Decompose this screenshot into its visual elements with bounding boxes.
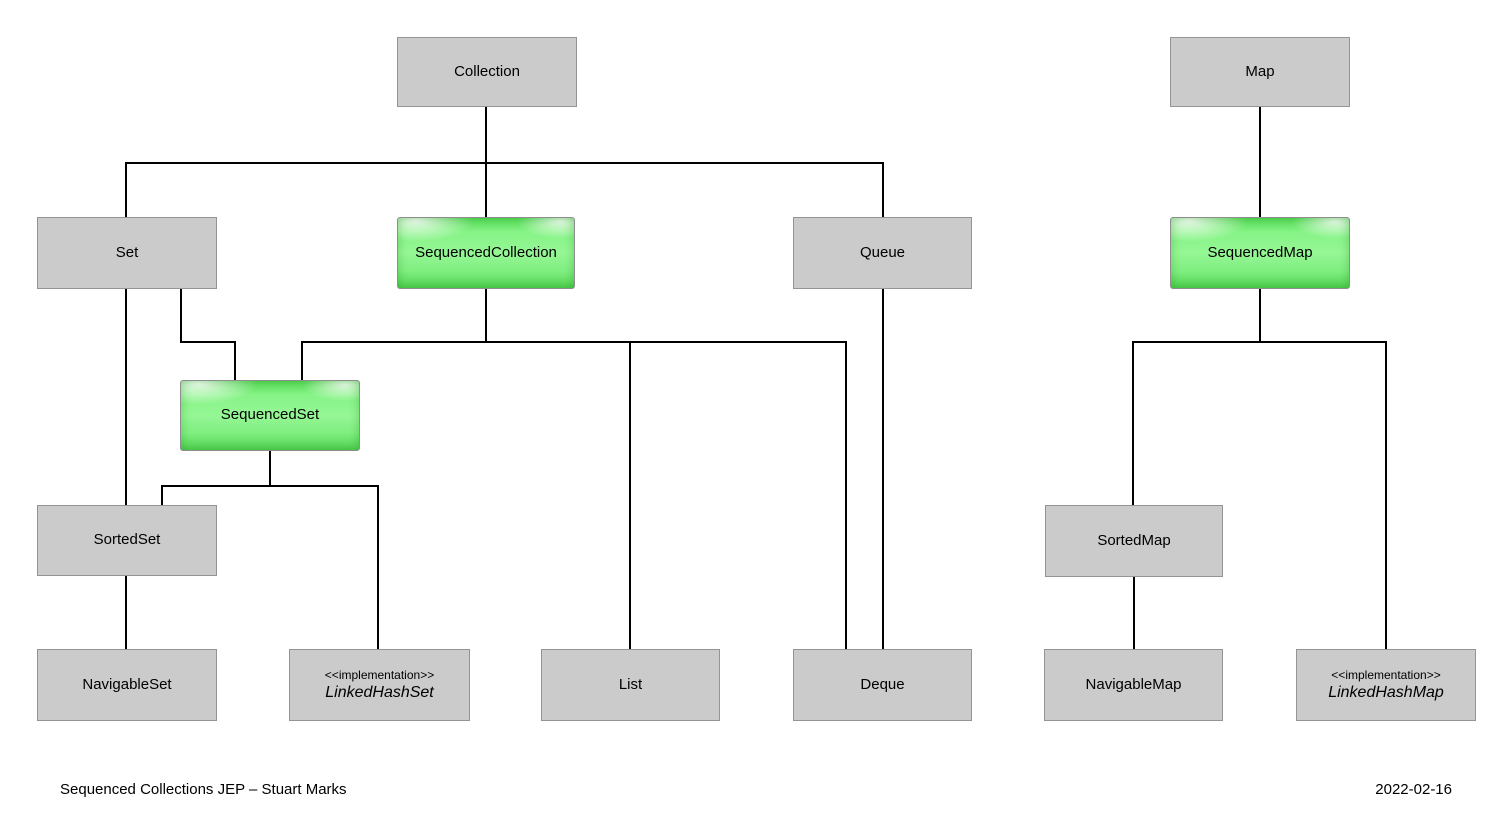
connector-sequencedcollection-stem [485,289,487,343]
node-label: LinkedHashSet [325,683,434,701]
node-linkedhashmap: <<implementation>> LinkedHashMap [1296,649,1476,721]
connector-sequencedcollection-children-bus [301,341,847,343]
node-label: Map [1245,62,1275,80]
node-deque: Deque [793,649,972,721]
node-navigableset: NavigableSet [37,649,217,721]
node-label: Set [115,243,139,261]
connector-sequencedset-stem [269,451,271,487]
node-queue: Queue [793,217,972,289]
connector-bus-to-sequencedset [301,341,303,380]
node-label: LinkedHashMap [1328,683,1444,701]
connector-sortedmap-to-navigablemap [1133,577,1135,649]
connector-bus-to-queue [882,162,884,217]
connector-bus-to-list [629,341,631,649]
connector-bus-to-linkedhashmap [1385,341,1387,649]
node-label: SortedMap [1097,531,1171,549]
node-label: List [618,675,643,693]
node-set: Set [37,217,217,289]
node-label: SequencedSet [220,406,320,424]
connector-set-to-sequencedset-v2 [234,341,236,380]
connector-map-to-sequencedmap [1259,107,1261,217]
node-stereotype: <<implementation>> [1331,667,1441,682]
connector-sequencedmap-children-bus [1132,341,1387,343]
node-sequencedcollection: SequencedCollection [397,217,575,289]
node-stereotype: <<implementation>> [324,667,435,682]
connector-sortedset-to-navigableset [125,576,127,649]
connector-set-to-sequencedset-h [180,341,236,343]
node-label: NavigableMap [1085,675,1182,693]
node-navigablemap: NavigableMap [1044,649,1223,721]
node-label: SequencedCollection [415,243,557,261]
connector-sequencedmap-stem [1259,289,1261,343]
node-sortedset: SortedSet [37,505,217,576]
node-label: SortedSet [93,531,161,549]
node-map: Map [1170,37,1350,107]
connector-bus-to-deque [845,341,847,649]
connector-bus-to-set [125,162,127,217]
node-sortedmap: SortedMap [1045,505,1223,577]
connector-sequencedset-children-bus [161,485,379,487]
connector-bus-to-sortedset [161,485,163,505]
node-label: Deque [860,675,905,693]
footer-date: 2022-02-16 [1375,781,1452,798]
footer-credit: Sequenced Collections JEP – Stuart Marks [60,781,347,798]
connector-set-to-sortedset [125,289,127,505]
node-linkedhashset: <<implementation>> LinkedHashSet [289,649,470,721]
connector-bus-to-linkedhashset [377,485,379,649]
node-list: List [541,649,720,721]
connector-queue-to-deque [882,289,884,649]
node-label: SequencedMap [1207,243,1313,261]
node-label: Queue [859,243,906,261]
connector-bus-to-sortedmap [1132,341,1134,505]
node-collection: Collection [397,37,577,107]
connector-collection-children-bus [125,162,884,164]
node-sequencedmap: SequencedMap [1170,217,1350,289]
node-sequencedset: SequencedSet [180,380,360,451]
node-label: NavigableSet [82,675,172,693]
connector-set-to-sequencedset-v1 [180,289,182,343]
node-label: Collection [454,62,520,80]
